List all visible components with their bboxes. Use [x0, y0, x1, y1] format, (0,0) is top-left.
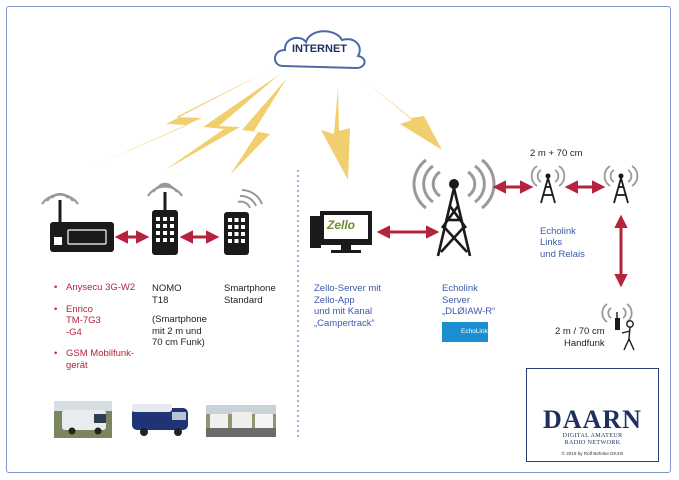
nomo-phone [147, 182, 183, 255]
relay-tower-right [603, 165, 639, 204]
daarn-logo: DAARN DIGITAL AMATEUR RADIO NETWORK © 20… [526, 368, 659, 462]
vehicle-photo-3 [206, 405, 276, 437]
vehicle-photo-1 [54, 401, 112, 438]
smartphone [224, 189, 263, 255]
vehicle-photo-2 [128, 398, 194, 440]
echolink-badge: EchoLink [442, 322, 488, 342]
relay-tower-left [530, 165, 566, 204]
handheld-operator-icon [601, 303, 635, 351]
nomo-label: NOMO T18 [152, 283, 182, 306]
radio-waves-icon [237, 189, 263, 209]
radio-waves-icon [147, 182, 183, 197]
lightning-bolt-icon [89, 70, 270, 168]
diagram-frame [6, 6, 671, 473]
link-arrows [114, 180, 628, 288]
lightning-group [89, 70, 442, 180]
nomo-note: (Smartphone mit 2 m und 70 cm Funk) [152, 314, 207, 348]
echolink-server-label: Echolink Server „DLØIAW-R“ [442, 283, 496, 317]
zello-computer [310, 211, 372, 253]
bullet-anysecu: Anysecu 3G-W2 [52, 282, 135, 294]
zello-logo-text: Zello [327, 218, 356, 232]
radio-unit-bullets: Anysecu 3G-W2 Enrico TM-7G3 -G4 GSM Mobi… [52, 282, 135, 381]
relays-label-text: Echolink Links und Relais [540, 225, 585, 260]
band-label: 2 m + 70 cm [530, 148, 583, 159]
lightning-bolt-icon [165, 74, 280, 170]
bullet-gsm: GSM Mobilfunk- gerät [52, 348, 135, 371]
lightning-bolt-icon [366, 82, 442, 150]
radio-waves-icon [603, 165, 639, 187]
daarn-copyright: © 2019 by Rolf Behnke DK4XI [561, 451, 624, 456]
mobile-radio-unit [41, 192, 114, 252]
echolink-tower [412, 158, 496, 257]
internet-cloud-icon [274, 30, 366, 70]
relays-label: Echolink Links und Relais [540, 214, 585, 260]
zello-label: Zello-Server mit Zello-App und mit Kanal… [314, 283, 382, 329]
lightning-bolt-icon [230, 78, 287, 175]
internet-label: INTERNET [292, 43, 347, 55]
handheld-label: 2 m / 70 cm Handfunk [555, 326, 605, 349]
bullet-enrico: Enrico TM-7G3 -G4 [52, 304, 135, 339]
daarn-logo-word: DAARN [543, 405, 642, 434]
smartphone-label: Smartphone Standard [224, 283, 276, 306]
daarn-logo-subtitle: DIGITAL AMATEUR RADIO NETWORK [562, 432, 623, 446]
radio-waves-icon [41, 192, 79, 205]
lightning-bolt-icon [321, 88, 350, 180]
radio-waves-icon [530, 165, 566, 187]
